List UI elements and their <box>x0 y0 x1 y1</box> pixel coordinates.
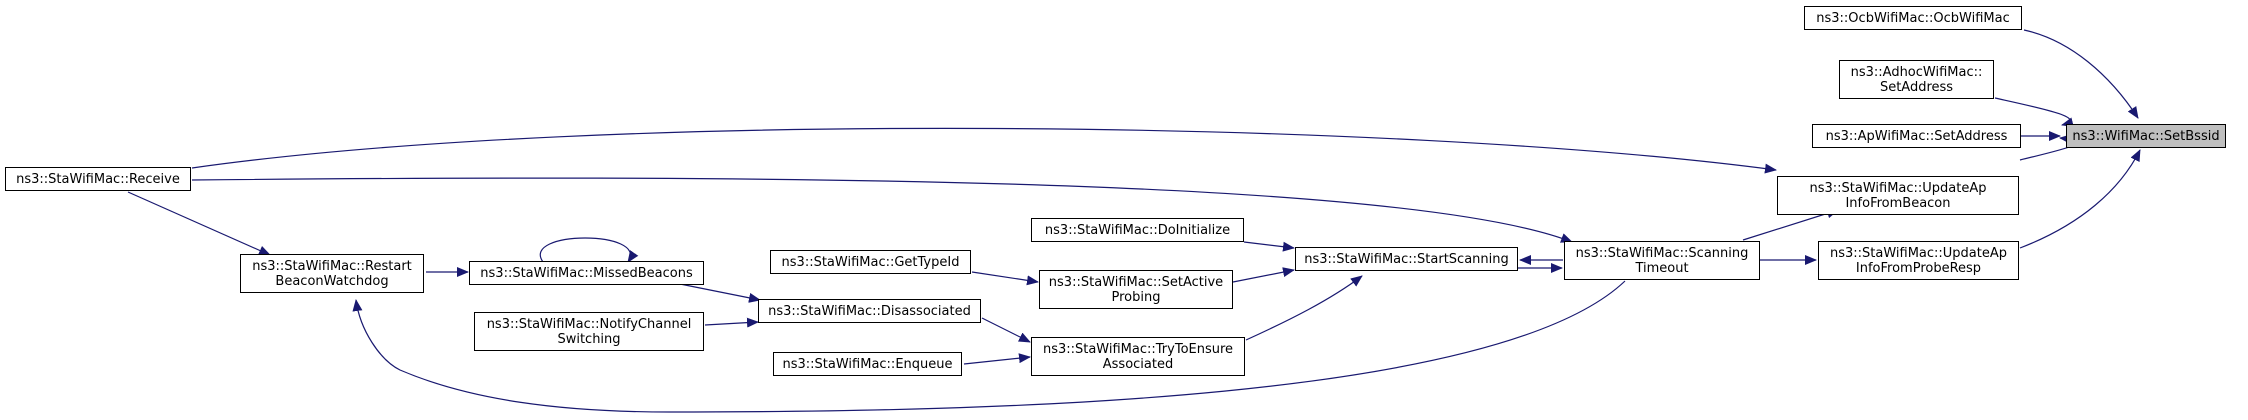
edge-receive-updbeacon <box>191 127 1777 174</box>
node-update-ap-info-from-probe-resp[interactable]: ns3::StaWifiMac::UpdateAp InfoFromProbeR… <box>1818 241 2019 280</box>
node-start-scanning[interactable]: ns3::StaWifiMac::StartScanning <box>1295 247 1518 271</box>
edge-adhoc-setbssid <box>1994 97 2074 128</box>
node-receive[interactable]: ns3::StaWifiMac::Receive <box>5 167 191 191</box>
node-update-ap-info-from-beacon[interactable]: ns3::StaWifiMac::UpdateAp InfoFromBeacon <box>1777 176 2019 215</box>
node-ap-set-address[interactable]: ns3::ApWifiMac::SetAddress <box>1812 124 2021 148</box>
edge-setactive-startscan <box>1232 267 1295 283</box>
node-set-bssid[interactable]: ns3::WifiMac::SetBssid <box>2066 124 2226 148</box>
edge-receive-scantimeout <box>191 177 1573 243</box>
node-restart-beacon-watchdog[interactable]: ns3::StaWifiMac::Restart BeaconWatchdog <box>240 254 424 293</box>
node-scanning-timeout[interactable]: ns3::StaWifiMac::Scanning Timeout <box>1564 241 1760 280</box>
edge-scantimeout-updbeacon <box>1742 208 1839 241</box>
edge-updprobe-setbssid <box>2019 149 2141 249</box>
node-disassociated[interactable]: ns3::StaWifiMac::Disassociated <box>758 299 981 323</box>
node-adhoc-set-address[interactable]: ns3::AdhocWifiMac:: SetAddress <box>1839 60 1994 99</box>
edge-ocb-setbssid <box>2023 29 2139 119</box>
node-get-type-id[interactable]: ns3::StaWifiMac::GetTypeId <box>770 250 971 274</box>
node-set-active-probing[interactable]: ns3::StaWifiMac::SetActive Probing <box>1039 270 1233 309</box>
edge-receive-restart <box>127 191 271 256</box>
edge-gettypeid-setactive <box>971 271 1039 286</box>
node-missed-beacons[interactable]: ns3::StaWifiMac::MissedBeacons <box>469 261 704 285</box>
edge-doinit-startscan <box>1243 241 1295 252</box>
edge-scantimeout-restart <box>352 280 1626 413</box>
edge-missed-self <box>539 237 639 263</box>
edge-disassoc-tryensure <box>981 317 1031 343</box>
edge-notify-disassoc <box>704 317 759 328</box>
edge-tryensure-startscan <box>1245 275 1363 341</box>
node-notify-channel-switching[interactable]: ns3::StaWifiMac::NotifyChannel Switching <box>474 312 704 351</box>
node-ocb-wifi-mac[interactable]: ns3::OcbWifiMac::OcbWifiMac <box>1804 6 2022 30</box>
node-try-to-ensure-associated[interactable]: ns3::StaWifiMac::TryToEnsure Associated <box>1031 337 1245 376</box>
edge-missed-disassoc <box>679 283 761 303</box>
node-do-initialize[interactable]: ns3::StaWifiMac::DoInitialize <box>1031 218 1244 242</box>
node-enqueue[interactable]: ns3::StaWifiMac::Enqueue <box>773 352 962 376</box>
edge-enqueue-tryensure <box>963 353 1031 365</box>
